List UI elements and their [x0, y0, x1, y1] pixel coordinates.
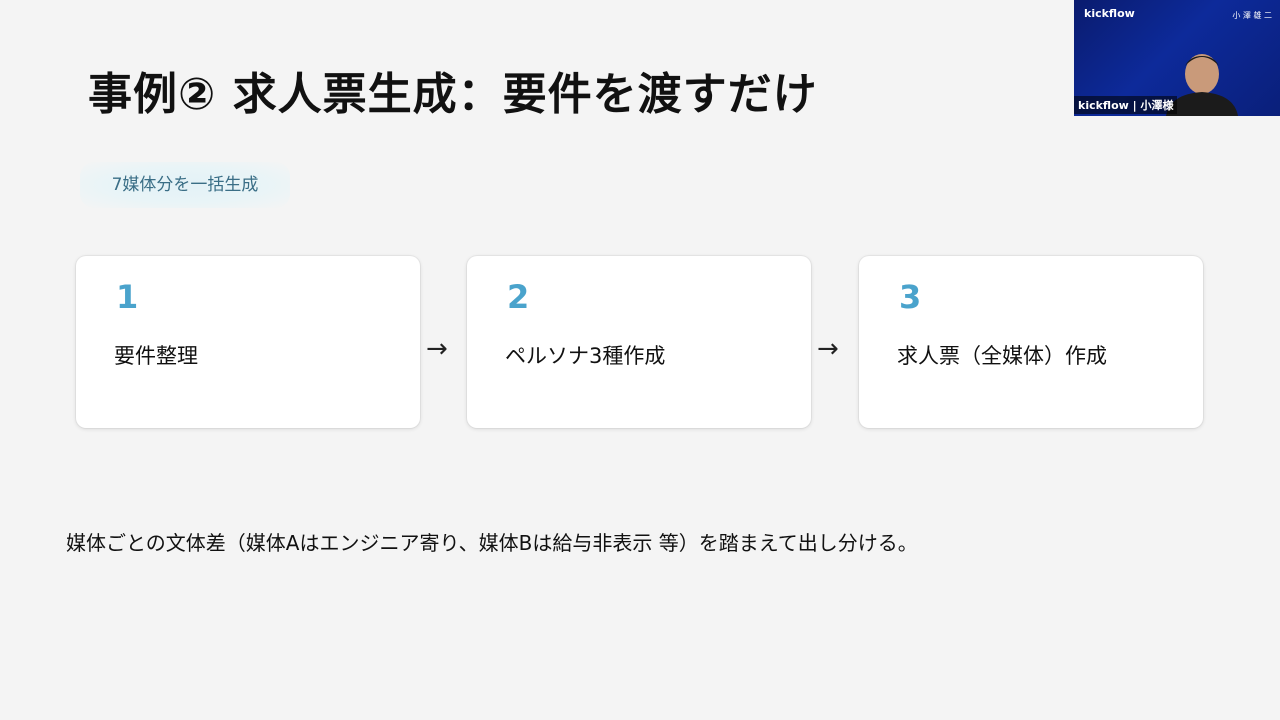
- step-label: 求人票（全媒体）作成: [897, 344, 1107, 368]
- arrow-right-icon: →: [817, 334, 839, 364]
- speaker-silhouette-icon: [1166, 54, 1238, 116]
- slide-note: 媒体ごとの文体差（媒体Aはエンジニア寄り、媒体Bは給与非表示 等）を踏まえて出し…: [66, 531, 918, 555]
- step-number: 2: [507, 278, 530, 316]
- step-label: 要件整理: [114, 344, 198, 368]
- step-card-2: 2 ペルソナ3種作成: [467, 256, 811, 428]
- step-label: ペルソナ3種作成: [505, 344, 666, 368]
- video-speaker-name: 小 澤 雄 二: [1232, 11, 1272, 20]
- video-caption: kickflow | 小澤様: [1074, 96, 1178, 114]
- step-card-3: 3 求人票（全媒体）作成: [859, 256, 1203, 428]
- slide-title: 事例② 求人票生成：要件を渡すだけ: [88, 69, 818, 120]
- tag-badge: 7媒体分を一括生成: [80, 162, 290, 208]
- process-steps: 1 要件整理 → 2 ペルソナ3種作成 → 3 求人票（全媒体）作成: [76, 256, 1206, 430]
- step-number: 1: [116, 278, 139, 316]
- step-number: 3: [899, 278, 922, 316]
- video-brand-logo: kickflow: [1084, 7, 1135, 20]
- step-card-1: 1 要件整理: [76, 256, 420, 428]
- speaker-video[interactable]: kickflow 小 澤 雄 二 kickflow | 小澤様: [1074, 0, 1280, 116]
- arrow-right-icon: →: [426, 334, 448, 364]
